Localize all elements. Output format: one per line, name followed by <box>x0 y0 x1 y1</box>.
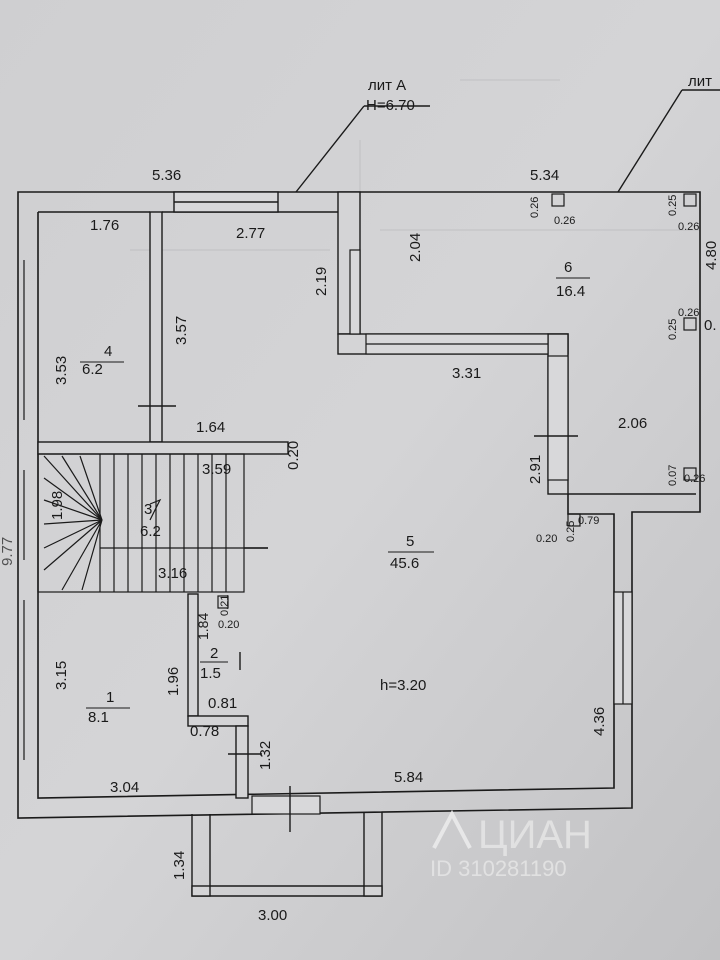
dim-corridor-width: 2.77 <box>236 225 265 242</box>
door-ticks <box>138 405 578 755</box>
dim-porch-3-00: 3.00 <box>258 907 287 924</box>
dim-wall-2-04: 2.04 <box>407 233 424 262</box>
watermark-id: ID 310281190 <box>430 856 567 881</box>
ceiling-height: h=3.20 <box>380 677 426 694</box>
dim-hall-1-64: 1.64 <box>196 419 225 436</box>
dim-room4-width: 1.76 <box>90 217 119 234</box>
dim-corner-0-07: 0.07 <box>667 465 679 486</box>
dim-room6-corner-d: 0.26 <box>678 221 699 233</box>
lit-a-height: H=6.70 <box>366 97 415 114</box>
room5-number: 5 <box>406 533 414 550</box>
dim-bottom-5-84: 5.84 <box>394 769 423 786</box>
corner-squares <box>217 193 697 609</box>
lit-right-label: лит <box>688 73 712 90</box>
dim-wc-0-20: 0.20 <box>218 619 239 631</box>
dim-wc-1-32: 1.32 <box>257 741 274 770</box>
dim-corridor-height: 3.57 <box>173 316 190 345</box>
dim-left-edge: 9.77 <box>0 537 16 566</box>
room2-area: 1.5 <box>200 665 221 682</box>
dim-right-4-36: 4.36 <box>591 707 608 736</box>
dim-top-left: 5.36 <box>152 167 181 184</box>
watermark: ЦИАН ID 310281190 <box>430 809 592 881</box>
bottom-door <box>251 786 321 832</box>
dim-porch-1-34: 1.34 <box>171 851 188 880</box>
watermark-brand: ЦИАН <box>478 813 592 857</box>
room1-area: 8.1 <box>88 709 109 726</box>
windows <box>349 249 633 705</box>
dim-corner-0-26: 0.26 <box>684 473 705 485</box>
room6-number: 6 <box>564 259 572 276</box>
porch <box>191 812 383 897</box>
dim-corner-0-79: 0.79 <box>578 515 599 527</box>
room6-area: 16.4 <box>556 283 585 300</box>
dim-stair-3-16: 3.16 <box>158 565 187 582</box>
dim-right-4-80: 4.80 <box>703 241 720 270</box>
room2-number: 2 <box>210 645 218 662</box>
dim-room1-3-15: 3.15 <box>53 661 70 690</box>
room4-number: 4 <box>104 343 112 360</box>
dim-room6-corner-b: 0.26 <box>554 215 575 227</box>
room4-area: 6.2 <box>82 361 103 378</box>
dim-step-3-31: 3.31 <box>452 365 481 382</box>
dim-corner-0-25: 0.25 <box>565 521 577 542</box>
dim-top-right: 5.34 <box>530 167 559 184</box>
dim-wc-0-21: 0.21 <box>219 595 231 616</box>
leader-lines <box>295 89 720 193</box>
dim-hall-0-20: 0.20 <box>285 441 302 470</box>
staircase <box>37 453 268 593</box>
dim-bottom-3-04: 3.04 <box>110 779 139 796</box>
room5-area: 45.6 <box>390 555 419 572</box>
dim-room6-2-06: 2.06 <box>618 415 647 432</box>
lit-a-label: лит А <box>368 77 406 94</box>
dim-room6-corner-c: 0.25 <box>667 195 679 216</box>
dim-wall-2-19: 2.19 <box>313 267 330 296</box>
dim-room6-mid-b: 0.25 <box>667 319 679 340</box>
dim-room4-height: 3.53 <box>53 356 70 385</box>
dim-wc-0-81: 0.81 <box>208 695 237 712</box>
room1-number: 1 <box>106 689 114 706</box>
dim-wc-1-96: 1.96 <box>165 667 182 696</box>
dim-wall-2-91: 2.91 <box>527 455 544 484</box>
dim-room6-corner-a: 0.26 <box>529 197 541 218</box>
dim-room6-mid-a: 0.26 <box>678 307 699 319</box>
watermark-logo-icon <box>432 809 472 849</box>
dim-corner-0-20: 0.20 <box>536 533 557 545</box>
dim-room6-mid-c: 0. <box>704 317 717 334</box>
dim-wc-1-84: 1.84 <box>195 613 211 640</box>
dim-stair-3-59: 3.59 <box>202 461 231 478</box>
room3-area: 6.2 <box>140 523 161 540</box>
dim-stair-1-98: 1.98 <box>49 491 66 520</box>
top-window <box>173 191 279 213</box>
dim-wc-0-78: 0.78 <box>190 723 219 740</box>
room3-number: 3 <box>144 501 152 518</box>
